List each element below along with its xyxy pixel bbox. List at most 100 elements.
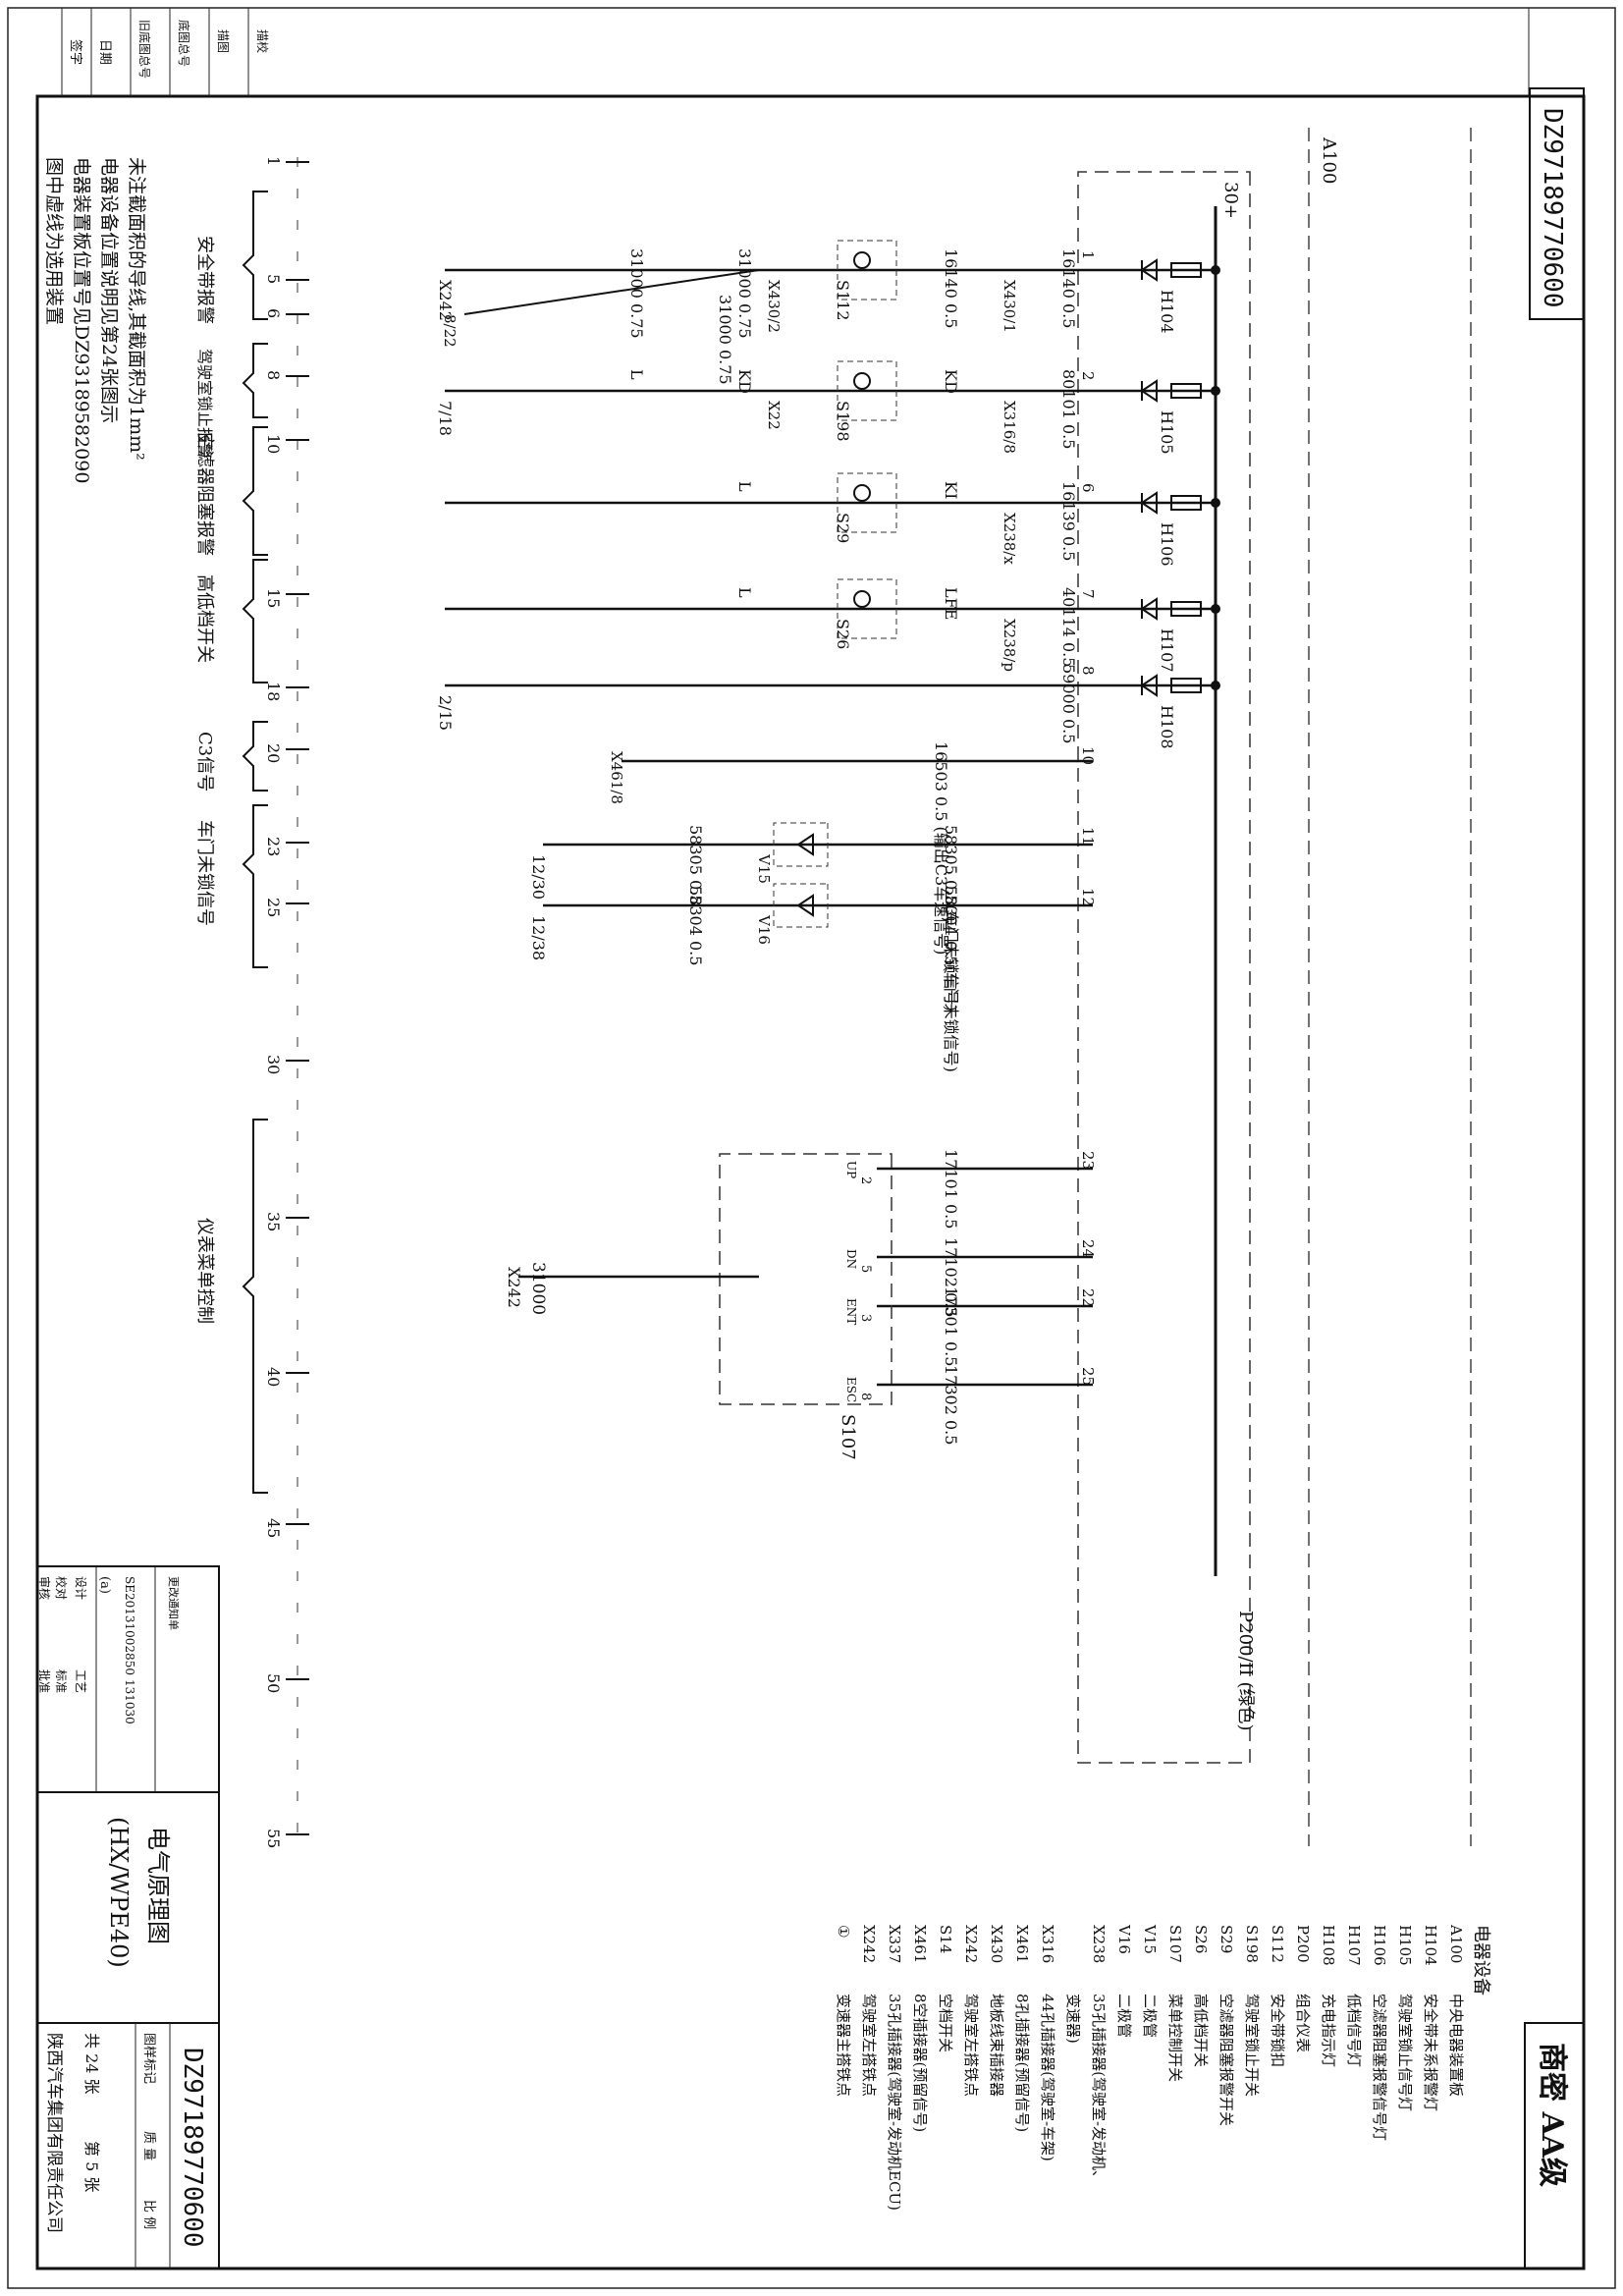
legend-code: H106	[1371, 1925, 1388, 1966]
door-wire-label-2: 58305 0.5	[686, 825, 705, 904]
tb-sheet-total: 共 24 张	[82, 2033, 101, 2095]
circuit-end-label: X242	[436, 280, 455, 321]
menu-key-label: ESC	[844, 1377, 858, 1402]
lamp-label: H104	[1158, 290, 1176, 334]
connector-label-1: X238/x	[1001, 513, 1018, 565]
menu-key-label: ENT	[844, 1298, 858, 1325]
switch-box	[837, 240, 897, 301]
tb-scale-label: 比 例	[141, 2200, 156, 2229]
lamp-pin: 6	[1079, 483, 1097, 493]
ruler-label: 55	[264, 1829, 283, 1848]
switch-label: S198	[834, 401, 852, 442]
connector-label-2: X430/2	[765, 280, 783, 333]
legend-desc: 35孔插接器(驾驶室-发动机、	[1090, 1994, 1108, 2185]
legend-code: H104	[1422, 1925, 1439, 1966]
legend-code: X461	[1013, 1925, 1031, 1963]
lamp-label: H107	[1158, 629, 1176, 673]
led-symbol	[1140, 491, 1158, 515]
menu-pin: 23	[1079, 1151, 1097, 1170]
led-symbol	[1140, 674, 1158, 697]
switch-knob-icon	[853, 590, 871, 608]
wire-label-2: 16140 0.5	[942, 248, 960, 328]
door-wire-label: 58304 0.5(车门未锁信号)	[942, 886, 960, 1072]
legend-desc: 地板线束插接器	[988, 1994, 1005, 2097]
menu-in-conn: X242	[505, 1267, 523, 1308]
menu-wire-label: 17101 0.5	[942, 1149, 960, 1229]
ruler-label: 45	[264, 1518, 283, 1538]
menu-pin: 25	[1079, 1367, 1097, 1386]
diode-label: V16	[755, 914, 773, 945]
wire-label-3: L	[735, 481, 754, 492]
lamp-pin: 1	[1079, 250, 1097, 260]
legend-code: H108	[1320, 1925, 1337, 1966]
menu-key-label: DN	[844, 1249, 858, 1269]
tb-rev: (a)	[97, 1576, 112, 1594]
group-label-menu: 仪表菜单控制	[194, 1218, 215, 1324]
diode-icon	[796, 894, 814, 917]
c3-pin: 10	[1079, 746, 1097, 765]
tb-role-standard: 标准	[54, 1669, 68, 1693]
circuit-end-label: 7/18	[436, 401, 455, 436]
menu-switch-area: S107 31000 X242	[505, 1153, 893, 1460]
panel-label-a100: A100	[1319, 137, 1339, 184]
legend-desc: 二极管	[1141, 1994, 1159, 2038]
tb-company: 陕西汽车集团有限责任公司	[44, 2033, 64, 2233]
group-label-range-switch: 高低档开关	[194, 574, 215, 663]
quality-stamp: 商密 AA级	[1524, 2022, 1585, 2269]
lamp-pin: 8	[1079, 666, 1097, 676]
ruler-label: 40	[264, 1367, 283, 1387]
tb-role-approve: 批准	[37, 1669, 52, 1693]
legend-code: X242	[962, 1925, 980, 1963]
tb-notice-no: SE20131002850	[123, 1576, 136, 1675]
legend-code: H105	[1396, 1925, 1414, 1966]
legend-desc: 驾驶室左搭铁点	[962, 1994, 980, 2097]
wire-label-1: 59000 0.5	[1059, 664, 1078, 743]
legend-code: V15	[1141, 1924, 1159, 1954]
menu-in-wire: 31000	[528, 1262, 548, 1315]
corner-id-box: DZ97189770600	[1529, 87, 1585, 320]
legend-desc: 中央电器装置板	[1447, 1994, 1465, 2097]
strip-base: 底图总号	[177, 20, 191, 67]
ruler-label: 50	[264, 1673, 283, 1693]
wire-label-3: L	[735, 587, 754, 598]
strip-sign: 签字	[68, 39, 83, 65]
title-block: (a) SE20131002850 131030 设计 校对 审核 工艺 标准 …	[36, 1565, 220, 2269]
legend-desc: 空滤器阻塞报警信号灯	[1371, 1994, 1388, 2141]
c3-wire-label: 16503 0.5 (输出C3车速信号)	[932, 741, 950, 955]
wire-label-1: 40114 0.5	[1059, 587, 1078, 667]
switch-label: S26	[834, 619, 852, 649]
legend-code: S112	[1269, 1925, 1286, 1963]
wire-label-1: 16139 0.5	[1059, 481, 1078, 561]
wire-label-2: LFE	[942, 587, 960, 620]
connector-label-2: X22	[765, 401, 783, 430]
menu-wire-label: 17301 0.5	[942, 1286, 960, 1366]
tb-drawing-no: DZ97189770600	[178, 2048, 207, 2248]
ruler-label: 8	[264, 370, 283, 380]
door-end-label: 12/38	[529, 915, 548, 960]
central-panel: A100 30+ P200/II (绿色)	[1077, 128, 1472, 1846]
wire-label-2: KD	[942, 369, 960, 394]
wire-label-2: KI	[942, 481, 960, 499]
group-brackets: 安全带报警 驾驶室锁止报警 空滤器阻塞报警 高低档开关 C3信号 车门未锁信号 …	[194, 191, 268, 1494]
legend-desc: 驾驶室锁止信号灯	[1396, 1994, 1414, 2111]
lamp-pin: 7	[1079, 589, 1097, 599]
legend-desc: 44孔插接器(驾驶室-车架)	[1039, 1994, 1056, 2161]
legend-code: X238	[1090, 1925, 1108, 1963]
strip-date: 日期	[97, 39, 112, 65]
strip-check: 描校	[255, 29, 270, 53]
diode-icon	[796, 833, 814, 856]
menu-sw-pin: 3	[858, 1314, 873, 1322]
branch-wire	[463, 269, 760, 315]
legend-code: X430	[988, 1925, 1005, 1963]
wire-label-1: 16140 0.5	[1059, 248, 1078, 328]
legend-desc: 变速器)	[1064, 1994, 1082, 2044]
wire-label-1: 80101 0.5	[1059, 369, 1078, 449]
